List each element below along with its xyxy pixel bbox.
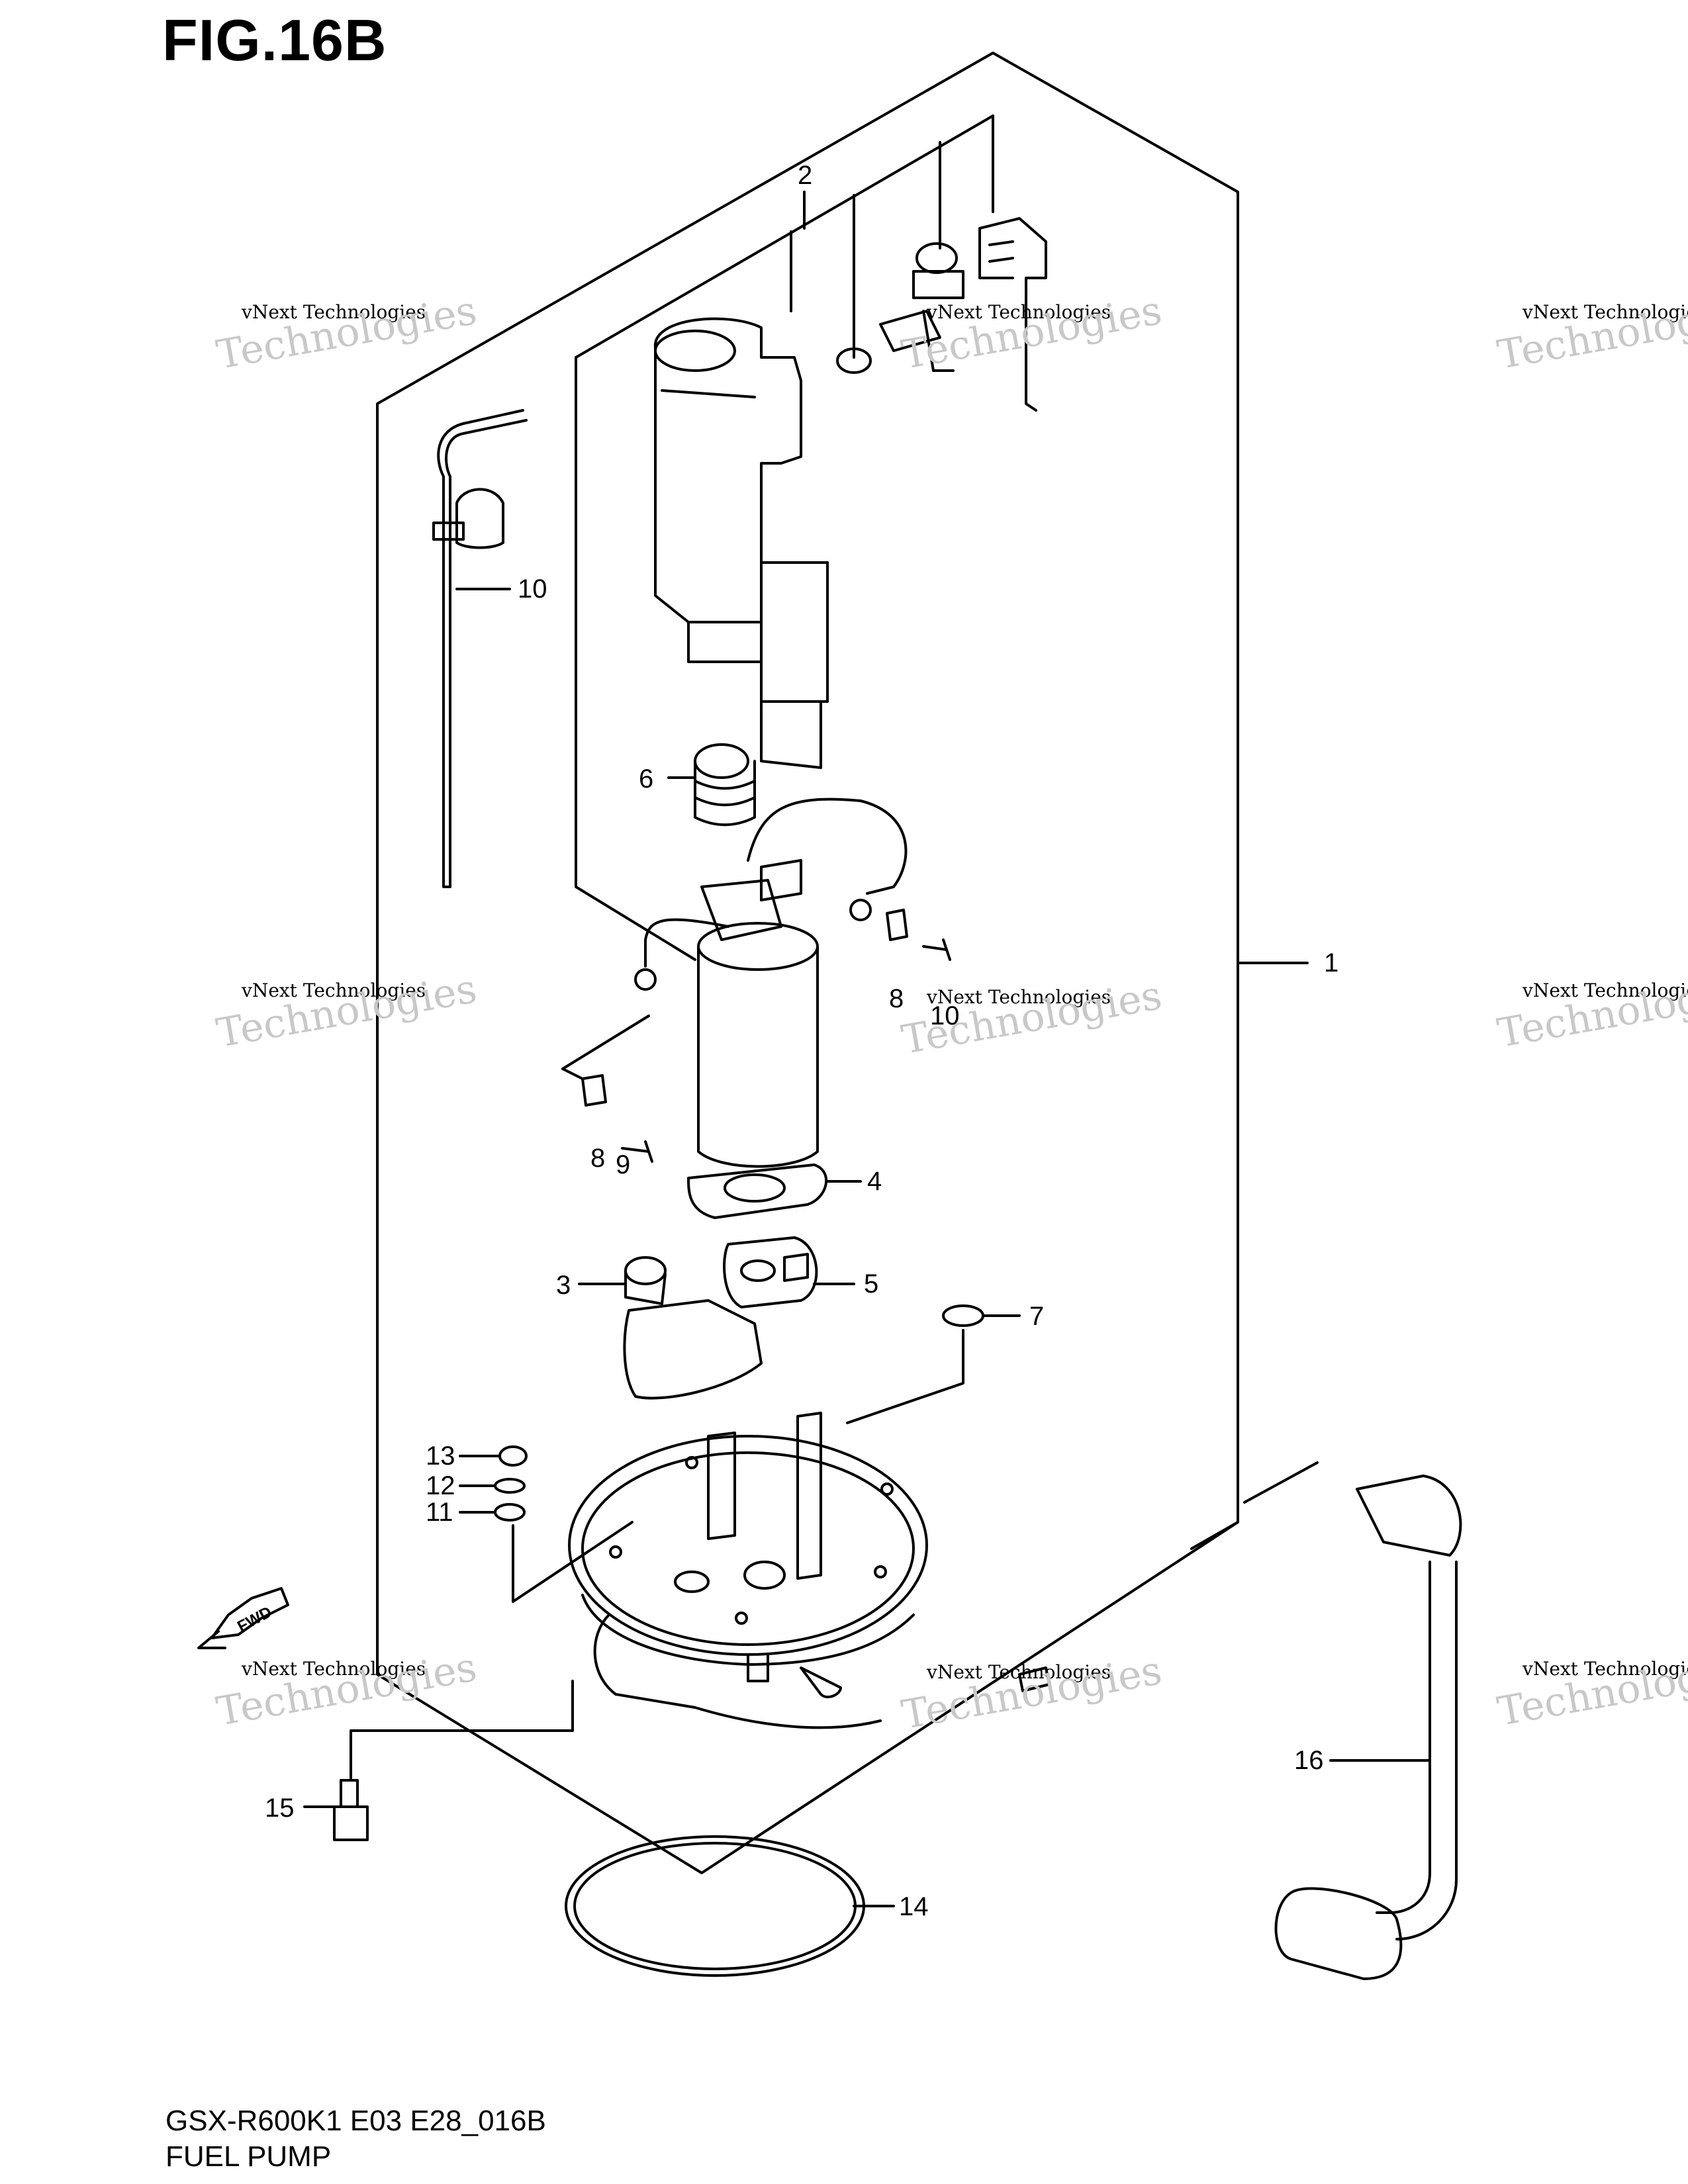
screw-10 (922, 938, 951, 961)
mounting-plate (568, 1412, 1051, 1729)
callout-7: 7 (1029, 1302, 1044, 1331)
holder-bracket-5 (723, 1236, 818, 1308)
callout-11: 11 (426, 1498, 453, 1527)
fuel-filter (653, 317, 829, 769)
leader-11-route (512, 1521, 633, 1603)
hose-16 (1274, 1475, 1462, 1980)
bracket-2 (575, 114, 994, 961)
callout-3: 3 (556, 1271, 571, 1300)
callout-8-left: 8 (590, 1144, 605, 1173)
callout-2: 2 (798, 161, 812, 190)
callout-6: 6 (639, 764, 653, 794)
callout-1: 1 (1324, 948, 1338, 978)
callout-14: 14 (899, 1892, 929, 1921)
fwd-label: FWD (234, 1603, 275, 1635)
nut-13 (498, 1445, 528, 1467)
breather-tube (432, 409, 528, 888)
figure-title: FIG.16B (162, 7, 387, 73)
callout-13: 13 (426, 1441, 455, 1471)
callout-12: 12 (426, 1471, 455, 1500)
filter-sock (623, 1256, 763, 1400)
leader-7-route (846, 1329, 964, 1424)
grommet (694, 743, 756, 827)
bolt-15 (333, 1779, 369, 1841)
clip-8-right (886, 909, 908, 941)
washer-11 (494, 1503, 526, 1522)
callout-4: 4 (867, 1167, 882, 1196)
callout-10-right: 10 (930, 1001, 960, 1030)
fwd-arrow (197, 1587, 289, 1649)
callout-5: 5 (864, 1269, 878, 1298)
bracket-clip (978, 217, 1047, 412)
o-ring-7 (942, 1304, 984, 1327)
callout-9: 9 (616, 1150, 630, 1179)
figure-code: GSX-R600K1 E03 E28_016B (165, 2105, 546, 2137)
callout-16: 16 (1294, 1746, 1324, 1775)
leader-16-route (1190, 1461, 1319, 1550)
figure-name: FUEL PUMP (165, 2140, 332, 2173)
screw-9 (621, 1140, 653, 1163)
pressure-regulator (836, 242, 964, 374)
callout-15: 15 (265, 1794, 295, 1823)
gasket-14 (565, 1835, 865, 1977)
leader-pump-harness (561, 1015, 650, 1070)
pump-holder (687, 1163, 827, 1219)
pump-motor (634, 797, 908, 1168)
callout-8-right: 8 (889, 984, 904, 1013)
leader-pump-harness2 (561, 1068, 584, 1080)
callout-10-top: 10 (518, 574, 547, 604)
washer-12 (494, 1478, 526, 1494)
clip-8-left (581, 1074, 607, 1107)
leader-15-route (350, 1680, 574, 1782)
